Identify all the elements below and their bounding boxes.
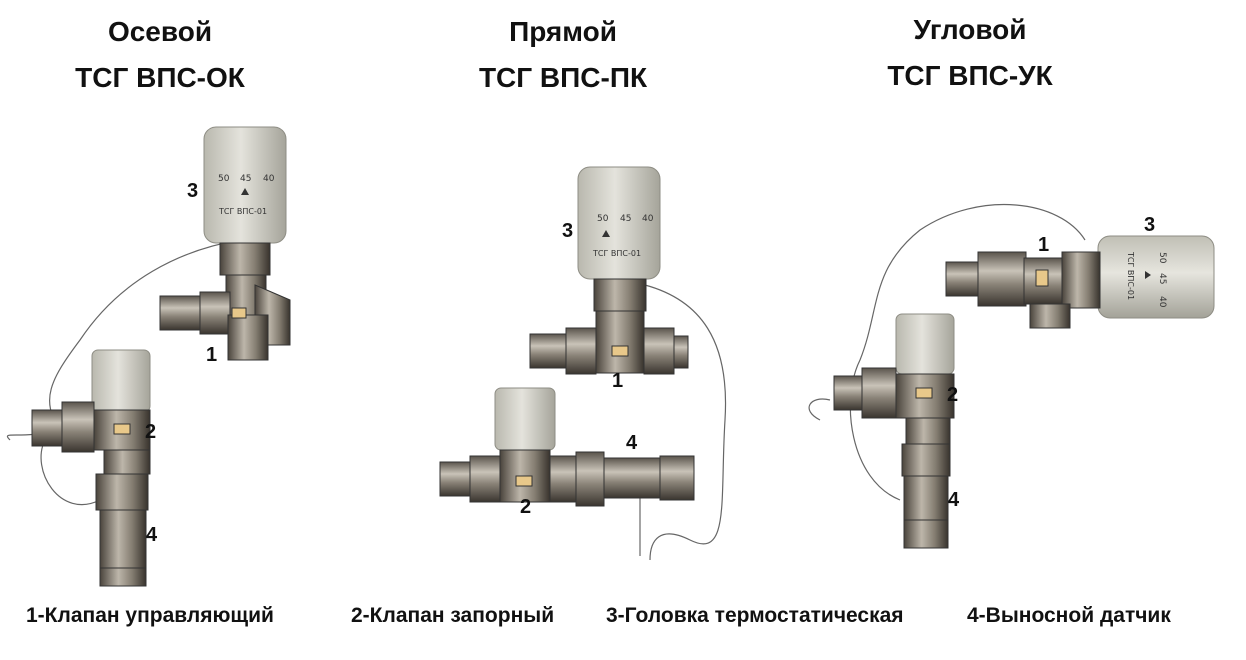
kit-axial: 50 45 40 ТСГ ВПС-01	[7, 126, 291, 587]
thermo-head-straight: 50 45 40 ТСГ ВПС-01	[577, 166, 661, 280]
title-angular-type: Угловой	[913, 14, 1027, 45]
title-straight-type: Прямой	[509, 16, 617, 47]
callout-2-straight: 2	[520, 496, 532, 518]
head-marking: ТСГ ВПС-01	[592, 249, 641, 258]
callout-4-axial: 4	[146, 524, 158, 546]
kit-straight: 50 45 40 ТСГ ВПС-01	[439, 166, 727, 561]
callout-1-axial: 1	[206, 344, 218, 366]
title-straight-model: ТСГ ВПС-ПК	[478, 62, 648, 93]
scale-40: 40	[1157, 296, 1167, 308]
title-axial-type: Осевой	[107, 16, 213, 47]
kit-angular: 50 45 40 ТСГ ВПС-01	[808, 204, 1215, 549]
scale-50: 50	[1157, 252, 1167, 264]
callout-4-straight: 4	[626, 432, 638, 454]
title-straight: Прямой ТСГ ВПС-ПК	[413, 14, 713, 96]
callout-3-angular: 3	[1144, 214, 1156, 236]
thermo-head-angular: 50 45 40 ТСГ ВПС-01	[1097, 235, 1215, 319]
title-axial: Осевой ТСГ ВПС-ОК	[10, 14, 310, 96]
legend-item-control-valve: 1-Клапан управляющий	[26, 604, 274, 627]
legend-item-shutoff-valve: 2-Клапан запорный	[351, 604, 555, 627]
title-angular-model: ТСГ ВПС-УК	[887, 60, 1053, 91]
callout-2-axial: 2	[145, 421, 157, 443]
callout-4-angular: 4	[948, 489, 960, 511]
callout-3-axial: 3	[187, 180, 199, 202]
scale-45: 45	[620, 214, 631, 224]
scale-50: 50	[218, 174, 230, 184]
callout-1-angular: 1	[1038, 234, 1050, 256]
title-axial-model: ТСГ ВПС-ОК	[75, 62, 245, 93]
scale-45: 45	[1157, 273, 1167, 284]
scale-40: 40	[263, 174, 275, 184]
scale-40: 40	[642, 214, 654, 224]
callout-2-angular: 2	[947, 384, 959, 406]
title-angular: Угловой ТСГ ВПС-УК	[820, 12, 1120, 94]
scale-50: 50	[597, 214, 609, 224]
head-marking: ТСГ ВПС-01	[218, 207, 267, 216]
valves-illustration: 50 45 40 ТСГ ВПС-01 50 45	[7, 126, 1215, 587]
legend-item-remote-sensor: 4-Выносной датчик	[967, 604, 1171, 627]
callout-1-straight: 1	[612, 370, 624, 392]
scale-45: 45	[240, 174, 251, 184]
thermo-head-axial: 50 45 40 ТСГ ВПС-01	[203, 126, 287, 244]
head-marking: ТСГ ВПС-01	[1126, 251, 1135, 300]
legend-item-thermostatic-head: 3-Головка термостатическая	[606, 604, 904, 627]
callout-3-straight: 3	[562, 220, 574, 242]
